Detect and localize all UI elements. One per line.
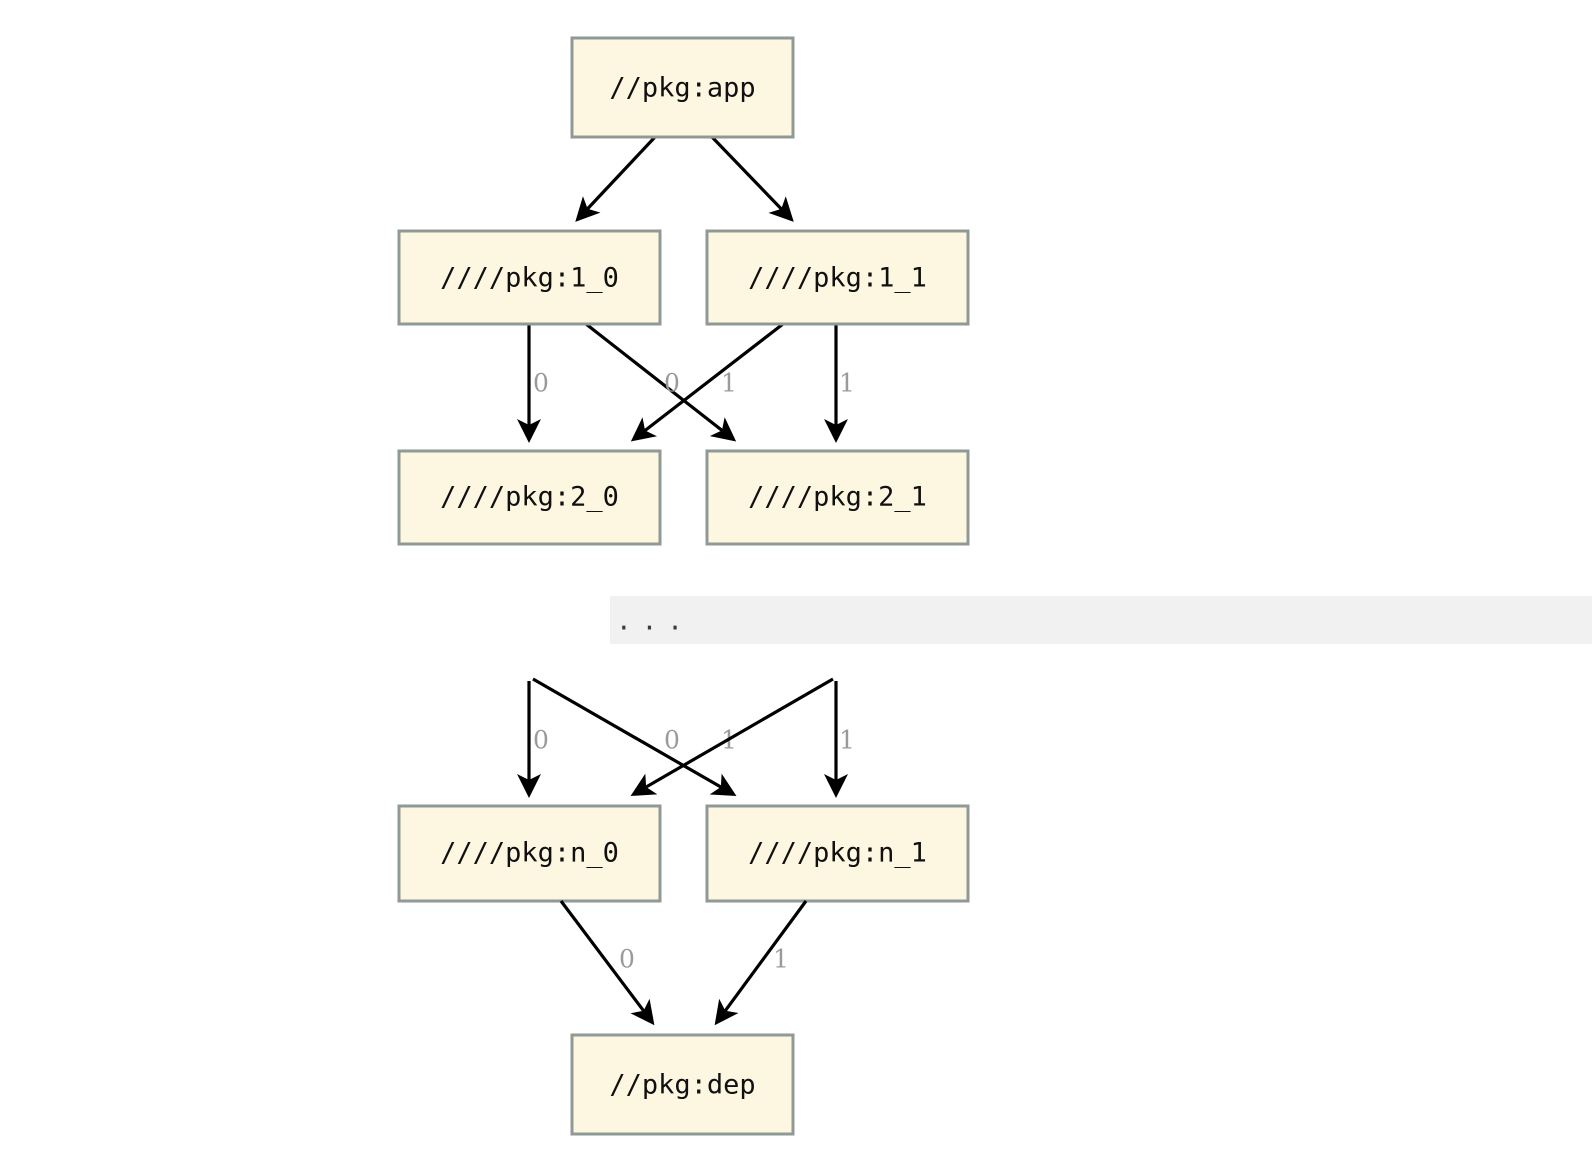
node-pkg-2_0[interactable]: ////pkg:2_0 xyxy=(397,449,662,546)
edge-label: 1 xyxy=(839,369,855,398)
node-label: ////pkg:2_0 xyxy=(440,482,619,513)
edge-label: 0 xyxy=(664,726,680,755)
node-label: ////pkg:2_1 xyxy=(748,482,927,513)
edge-label: 1 xyxy=(839,726,855,755)
node-pkg-n_0[interactable]: ////pkg:n_0 xyxy=(397,804,662,903)
ellipsis-separator: ... xyxy=(610,596,1592,644)
edge-cut-to-n_1-straight: 1 xyxy=(824,681,855,798)
node-pkg-2_1[interactable]: ////pkg:2_1 xyxy=(705,449,970,546)
edge-label: 0 xyxy=(619,945,635,974)
node-label: ////pkg:n_0 xyxy=(440,838,619,869)
edge-cut-to-n_0-cross: 0 xyxy=(630,677,834,797)
node-pkg-1_1[interactable]: ////pkg:1_1 xyxy=(705,229,970,326)
edge-n_1-to-dep: 1 xyxy=(714,900,808,1026)
node-app[interactable]: //pkg:app xyxy=(570,36,795,139)
edge-label: 1 xyxy=(773,945,789,974)
node-pkg-n_1[interactable]: ////pkg:n_1 xyxy=(705,804,970,903)
edge-app-to-1_0 xyxy=(575,135,657,222)
node-dep[interactable]: //pkg:dep xyxy=(570,1033,795,1136)
edge-n_0-to-dep: 0 xyxy=(559,900,655,1026)
edge-1_0-to-2_0: 0 xyxy=(517,324,549,443)
node-pkg-1_0[interactable]: ////pkg:1_0 xyxy=(397,229,662,326)
edge-label: 0 xyxy=(664,369,680,398)
edge-label: 1 xyxy=(721,369,737,398)
edge-1_1-to-2_0: 0 xyxy=(630,322,784,442)
edge-cut-to-n_1-cross: 1 xyxy=(532,677,737,796)
node-label: ////pkg:1_0 xyxy=(440,263,619,294)
edge-app-to-1_1 xyxy=(710,135,794,222)
edge-label: 0 xyxy=(533,726,549,755)
node-label: ////pkg:1_1 xyxy=(748,263,927,294)
edge-1_0-to-2_1: 1 xyxy=(585,322,737,442)
edge-cut-to-n_0-straight: 0 xyxy=(517,681,549,798)
ellipsis-text: ... xyxy=(616,607,693,637)
node-label: //pkg:dep xyxy=(609,1070,755,1101)
edge-1_1-to-2_1: 1 xyxy=(824,324,855,443)
edge-label: 0 xyxy=(533,369,549,398)
node-label: //pkg:app xyxy=(609,73,755,104)
node-label: ////pkg:n_1 xyxy=(748,838,927,869)
